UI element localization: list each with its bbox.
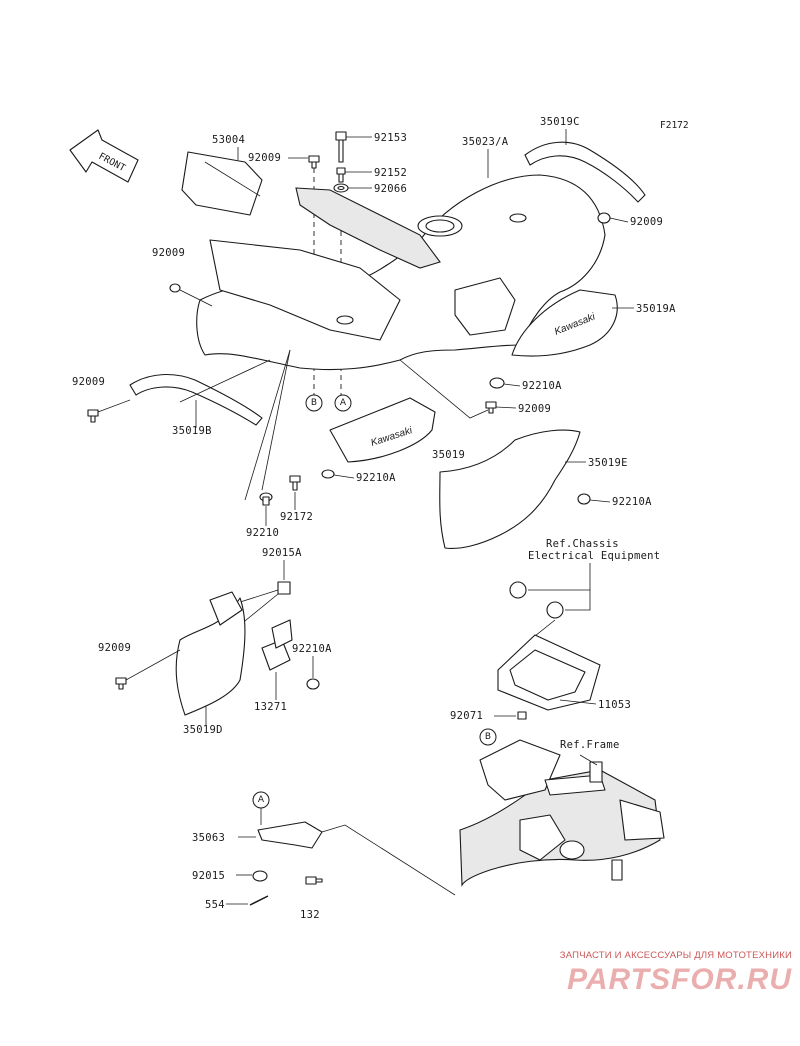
label-92152: 92152 xyxy=(374,167,407,179)
clip-92009-mid xyxy=(485,401,497,414)
tray-11053 xyxy=(497,634,601,711)
strip-35019b xyxy=(129,373,263,426)
marker-b-frame: B xyxy=(479,728,497,746)
label-35019b: 35019B xyxy=(172,425,212,437)
label-92066: 92066 xyxy=(374,183,407,195)
label-35019c: 35019C xyxy=(540,116,580,128)
grommet-92210a-r2 xyxy=(577,493,591,505)
strip-35019c xyxy=(524,141,646,203)
label-132: 132 xyxy=(300,909,320,921)
label-11053: 11053 xyxy=(598,699,631,711)
rear-fender-35023 xyxy=(196,174,606,371)
label-92015a: 92015A xyxy=(262,547,302,559)
grommet-92210a-lower xyxy=(306,678,320,690)
label-92015: 92015 xyxy=(192,870,225,882)
label-92009-far-left: 92009 xyxy=(72,376,105,388)
label-92009-left: 92009 xyxy=(152,247,185,259)
label-92009-top: 92009 xyxy=(248,152,281,164)
bracket-13271 xyxy=(261,619,293,671)
label-35019: 35019 xyxy=(432,449,465,461)
label-92210a-mid: 92210A xyxy=(356,472,396,484)
decal-35019a: Kawasaki xyxy=(511,289,618,357)
shield-35019d xyxy=(175,591,246,716)
screw-92172 xyxy=(289,475,301,491)
watermark-logo: PARTSFOR.RU xyxy=(567,963,792,996)
clip-92015a xyxy=(277,581,291,595)
label-92009-right: 92009 xyxy=(630,216,663,228)
clip-92009-lower xyxy=(115,677,127,690)
label-92071: 92071 xyxy=(450,710,483,722)
clip-92009-right xyxy=(597,212,611,224)
clip-92009-top xyxy=(308,155,320,169)
label-13271: 13271 xyxy=(254,701,287,713)
grommet-92210a-mid xyxy=(321,469,335,479)
svg-text:A: A xyxy=(340,398,347,408)
washer-92066 xyxy=(333,183,349,193)
decal-35019: Kawasaki xyxy=(329,397,436,463)
nut-92071 xyxy=(517,711,527,720)
label-35063: 35063 xyxy=(192,832,225,844)
label-35019d: 35019D xyxy=(183,724,223,736)
pin-554 xyxy=(249,895,269,906)
bolt-92153 xyxy=(335,131,347,163)
grommet-92015 xyxy=(252,870,268,882)
mudguard-35019e xyxy=(439,429,581,549)
marker-b-top: B xyxy=(305,394,323,412)
grommet-92210 xyxy=(259,492,273,506)
label-92210a-r2: 92210A xyxy=(612,496,652,508)
label-53004: 53004 xyxy=(212,134,245,146)
marker-a-bracket: A xyxy=(252,791,270,809)
svg-text:B: B xyxy=(311,398,317,408)
relay-icon xyxy=(509,581,564,619)
clip-92009-left xyxy=(169,283,181,293)
figure-code: F2172 xyxy=(660,120,689,131)
label-92210a-right: 92210A xyxy=(522,380,562,392)
ref-chassis-line2: Electrical Equipment xyxy=(528,550,660,562)
frame-assembly xyxy=(459,739,665,887)
label-554: 554 xyxy=(205,899,225,911)
label-35019a: 35019A xyxy=(636,303,676,315)
clip-92009-far-left xyxy=(87,409,99,423)
label-92009-lower: 92009 xyxy=(98,642,131,654)
label-92009-mid: 92009 xyxy=(518,403,551,415)
label-92172: 92172 xyxy=(280,511,313,523)
grommet-92210a-right xyxy=(489,377,505,389)
label-92210: 92210 xyxy=(246,527,279,539)
bolt-92152 xyxy=(336,167,346,183)
label-35019e: 35019E xyxy=(588,457,628,469)
bolt-132 xyxy=(305,876,323,885)
watermark-subtitle: ЗАПЧАСТИ И АКСЕССУАРЫ ДЛЯ МОТОТЕХНИКИ xyxy=(559,950,792,961)
front-arrow-icon: FRONT xyxy=(69,129,139,183)
svg-text:A: A xyxy=(258,795,265,805)
label-35023a: 35023/A xyxy=(462,136,509,148)
svg-text:B: B xyxy=(485,732,491,742)
part-53004-pad xyxy=(181,151,263,216)
ref-frame: Ref.Frame xyxy=(560,739,620,751)
label-92210a-lower: 92210A xyxy=(292,643,332,655)
bracket-35063 xyxy=(257,821,323,849)
ref-chassis-line1: Ref.Chassis xyxy=(546,538,619,550)
marker-a-top: A xyxy=(334,394,352,412)
label-92153: 92153 xyxy=(374,132,407,144)
